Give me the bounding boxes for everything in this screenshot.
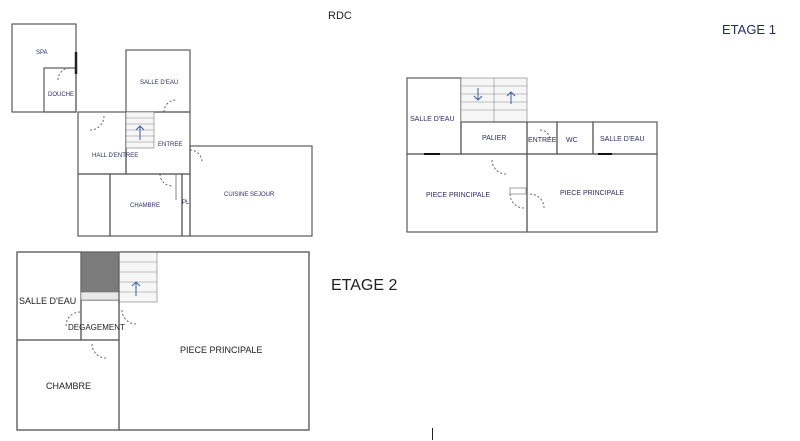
room-cuisine-sejour — [189, 145, 313, 237]
floor-title-rdc: RDC — [328, 10, 352, 22]
room-degagement — [80, 299, 120, 341]
label-degagement: DEGAGEMENT — [68, 323, 125, 332]
stair-e2 — [118, 251, 158, 303]
label-salle-eau-rdc: SALLE D'EAU — [140, 80, 178, 86]
label-piece-e1-left: PIECE PRINCIPALE — [426, 192, 490, 199]
etage2-plan — [16, 251, 310, 431]
floor-title-etage1: ETAGE 1 — [722, 22, 776, 37]
room-garage-strip — [77, 173, 111, 237]
room-piece-e1-right — [526, 153, 658, 233]
label-pl: PL — [182, 200, 190, 206]
shaft-e2 — [80, 251, 120, 293]
room-piece-e2 — [118, 251, 310, 431]
label-wc: WC — [566, 137, 578, 144]
label-douche: DOUCHE — [48, 92, 74, 98]
rdc-plan — [11, 23, 313, 237]
label-hall-entree: HALL D'ENTREE — [92, 153, 138, 159]
label-chambre-rdc: CHAMBRE — [130, 203, 160, 209]
label-spa: SPA — [36, 50, 48, 56]
room-douche — [43, 67, 77, 113]
etage1-plan — [406, 77, 658, 233]
label-salle-eau-e2: SALLE D'EAU — [19, 296, 76, 306]
label-cuisine-sejour: CUISINE SEJOUR — [224, 192, 275, 198]
room-hall-entree — [77, 111, 127, 175]
text-cursor — [432, 428, 433, 440]
label-salle-eau-e1-left: SALLE D'EAU — [410, 116, 455, 123]
label-piece-e2: PIECE PRINCIPALE — [180, 345, 262, 355]
label-entree-rdc: ENTREE — [158, 142, 182, 148]
label-entree-e1: ENTREE — [528, 137, 557, 144]
label-salle-eau-e1-right: SALLE D'EAU — [600, 136, 645, 143]
floor-title-etage2: ETAGE 2 — [331, 277, 398, 294]
label-palier: PALIER — [482, 135, 506, 142]
label-piece-e1-right: PIECE PRINCIPALE — [560, 190, 624, 197]
etage2-outline — [16, 251, 310, 431]
label-chambre-e2: CHAMBRE — [46, 381, 91, 391]
